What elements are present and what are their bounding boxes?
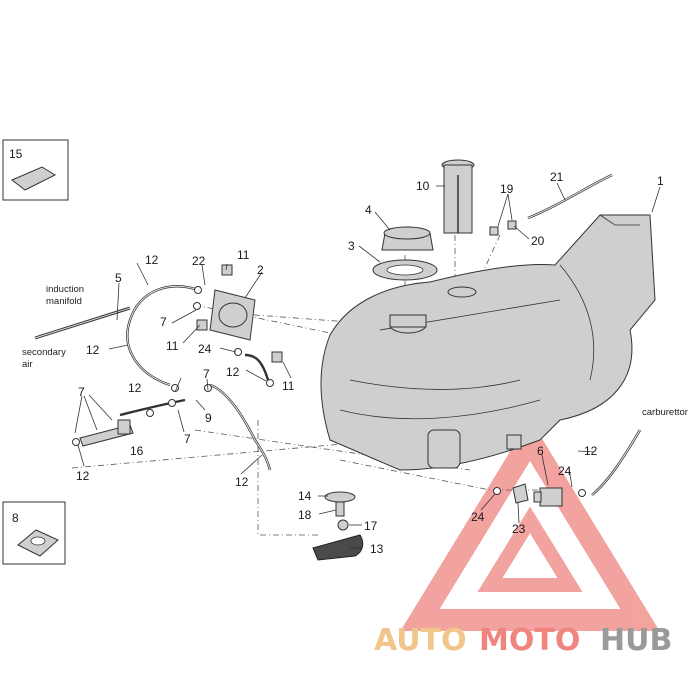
cap-seal-ring [372, 259, 438, 281]
watermark-logo [400, 418, 660, 631]
callout-7-a: 7 [78, 385, 85, 399]
callout-11-b: 11 [166, 339, 179, 353]
callout-2: 2 [257, 263, 264, 277]
callout-13: 13 [370, 542, 384, 556]
text-labels: induction manifold secondary air carbure… [22, 284, 688, 418]
watermark-auto: AUTO [374, 623, 467, 658]
watermark-hub: HUB [600, 623, 672, 658]
inset-box-8 [2, 501, 66, 565]
callout-numbers: 1 2 3 4 5 6 7 7 7 7 8 9 10 11 11 11 12 1… [9, 147, 664, 556]
callout-12-e: 12 [226, 365, 240, 379]
callout-14: 14 [298, 489, 312, 503]
callout-12-a: 12 [145, 253, 159, 267]
part-15-pad [11, 166, 57, 191]
callout-15: 15 [9, 147, 23, 161]
callout-11-a: 11 [237, 248, 250, 262]
fuel-filter-6 [533, 487, 563, 507]
fittings-19-20 [489, 220, 517, 236]
fuel-tank [320, 214, 656, 471]
hose-21 [527, 173, 613, 220]
callout-21: 21 [550, 170, 564, 184]
callout-4: 4 [365, 203, 372, 217]
watermark-wordmark: AUTO MOTO HUB [374, 623, 672, 658]
callout-19: 19 [500, 182, 514, 196]
callout-12-c: 12 [128, 381, 142, 395]
callout-20: 20 [531, 234, 545, 248]
label-air: air [22, 359, 33, 370]
callout-6: 6 [537, 444, 544, 458]
callout-23: 23 [512, 522, 526, 536]
callout-12-b: 12 [86, 343, 100, 357]
callout-24-a: 24 [198, 342, 212, 356]
callout-18: 18 [298, 508, 312, 522]
callout-12-g: 12 [584, 444, 598, 458]
callout-16: 16 [130, 444, 144, 458]
leader-lines [74, 182, 661, 549]
label-induction: induction [46, 284, 84, 295]
callout-12-f: 12 [235, 475, 249, 489]
label-secondary: secondary [22, 347, 66, 358]
watermark-moto: MOTO [479, 623, 580, 658]
pipe-5 [34, 306, 131, 340]
callout-24-b: 24 [471, 510, 485, 524]
hose-12-loop [119, 285, 642, 496]
callout-12-d: 12 [76, 469, 90, 483]
callout-7-b: 7 [160, 315, 167, 329]
label-manifold: manifold [46, 296, 82, 307]
label-carburettor: carburettor [642, 407, 688, 418]
callout-10: 10 [416, 179, 430, 193]
clip-23 [512, 483, 529, 504]
callout-1: 1 [657, 174, 664, 188]
callout-3: 3 [348, 239, 355, 253]
callout-17: 17 [364, 519, 378, 533]
callout-5: 5 [115, 271, 122, 285]
callout-8: 8 [12, 511, 19, 525]
callout-7-c: 7 [184, 432, 191, 446]
valve-2 [209, 289, 256, 341]
callout-22: 22 [192, 254, 206, 268]
tube-16 [79, 419, 134, 447]
callout-9: 9 [205, 411, 212, 425]
callout-11-c: 11 [282, 379, 295, 393]
callout-24-c: 24 [558, 464, 572, 478]
fuel-pump-unit [441, 159, 475, 234]
pump-flange [447, 286, 477, 298]
callout-7-d: 7 [203, 367, 210, 381]
inset-box-15 [2, 139, 69, 201]
tank-cap [381, 226, 434, 251]
drain-assembly [312, 491, 364, 561]
